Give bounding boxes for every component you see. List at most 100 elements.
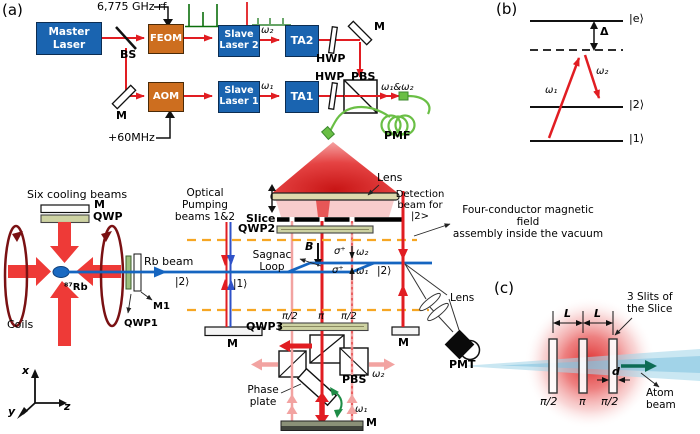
feom-box: FEOM bbox=[148, 24, 184, 54]
mirror-top-right bbox=[347, 20, 373, 46]
slave-laser-2-box: Slave Laser 2 bbox=[218, 25, 260, 57]
pbs-cube-right bbox=[339, 347, 369, 376]
mirror-bottom-label: M bbox=[366, 416, 377, 429]
slice-slits bbox=[548, 338, 618, 394]
qwp1-pointer bbox=[126, 293, 132, 314]
mot-coils bbox=[3, 224, 125, 328]
mirror-bottom bbox=[280, 420, 364, 431]
slit-offset-dimension bbox=[597, 377, 630, 383]
fiber-coupler-in bbox=[398, 91, 409, 101]
qwp1-label: QWP1 bbox=[124, 318, 158, 329]
pmt-collection-cone bbox=[404, 263, 460, 333]
z-axis-label: z bbox=[64, 400, 71, 413]
sagnac-pointer bbox=[299, 258, 322, 267]
pmt-body bbox=[444, 329, 475, 360]
mirror-top-label: M bbox=[374, 20, 385, 33]
ket2-right-label: |2⟩ bbox=[377, 265, 392, 277]
fiber-coupler-out bbox=[320, 125, 336, 141]
laser-beams bbox=[100, 34, 364, 100]
slit-spacing-dimension bbox=[552, 311, 614, 335]
rb-beam-label: Rb beam bbox=[144, 255, 194, 268]
omega1-label: ω₁ bbox=[261, 81, 274, 92]
panel-b-label: (b) bbox=[496, 0, 518, 18]
pi-half-left-c-label: π/2 bbox=[540, 395, 558, 408]
sigma-upper-label: σ⁺ bbox=[334, 246, 346, 257]
mot-mirror-element bbox=[40, 204, 90, 214]
pi-half-left-label: π/2 bbox=[282, 311, 298, 322]
hwp-bottom-label: HWP bbox=[315, 70, 345, 83]
lens-pointer-line bbox=[367, 184, 380, 196]
ket-e-label: |e⟩ bbox=[629, 12, 644, 25]
four-conductor-pointer bbox=[413, 223, 451, 237]
slice-label: Slice bbox=[246, 212, 276, 225]
pbs-top-label: PBS bbox=[351, 70, 376, 83]
mirror-aom bbox=[111, 84, 137, 110]
mirror-aom-label: M bbox=[116, 109, 127, 122]
mot-mirror-label: M bbox=[94, 198, 105, 211]
interferometer-lower-beams bbox=[251, 331, 395, 425]
panel-c-label: (c) bbox=[494, 279, 514, 297]
ket-2b-label: |2⟩ bbox=[629, 98, 644, 111]
sagnac-loop-label: Sagnac Loop bbox=[252, 249, 292, 273]
pi-half-right-label: π/2 bbox=[341, 311, 357, 322]
master-laser-box: Master Laser bbox=[36, 22, 102, 55]
pi-center-label: π bbox=[318, 311, 325, 322]
vacuum-boundary-dashed bbox=[187, 238, 429, 312]
aom-drive-label: +60MHz bbox=[108, 131, 155, 144]
beam-splitter bbox=[115, 26, 137, 50]
hwp-bottom-element bbox=[327, 82, 339, 110]
pi-half-right-c-label: π/2 bbox=[601, 395, 619, 408]
mirror-detection bbox=[391, 326, 420, 336]
level-diagram bbox=[530, 20, 623, 142]
beam-core-below-lens bbox=[316, 200, 330, 217]
omega2-b-label: ω₂ bbox=[596, 66, 609, 77]
omega1-b-label: ω₁ bbox=[545, 85, 558, 96]
omega2-photon-label: ω₂ bbox=[356, 247, 369, 258]
omega12-label: ω₁&ω₂ bbox=[381, 82, 414, 93]
omega2-out-label: ω₂ bbox=[372, 369, 385, 380]
slave2-output-spectrum bbox=[246, 2, 291, 26]
four-conductor-label: Four-conductor magnetic field assembly i… bbox=[452, 204, 604, 240]
pmt-label: PMT bbox=[449, 358, 476, 371]
slits-label: 3 Slits of the Slice bbox=[627, 291, 673, 315]
omega1-out-label: ω₁ bbox=[355, 404, 368, 415]
rf-drive-line bbox=[154, 6, 175, 139]
hwp-top-label: HWP bbox=[316, 52, 346, 65]
panel-a-label: (a) bbox=[2, 1, 23, 19]
rf-drive-label: 6,775 GHz rf bbox=[97, 0, 167, 13]
pbs-cube-center bbox=[309, 334, 345, 364]
pmf-label: PMF bbox=[384, 129, 411, 142]
lens-top-element bbox=[270, 192, 400, 201]
detection-beam-label: Detection beam for |2> bbox=[395, 189, 445, 223]
length1-label: L bbox=[564, 307, 572, 320]
bs-label: BS bbox=[120, 48, 137, 61]
m1-pointer bbox=[140, 291, 153, 301]
coil-current-arrow-left bbox=[12, 231, 23, 242]
six-cooling-label: Six cooling beams bbox=[27, 188, 128, 201]
pbs-bottom-label: PBS bbox=[342, 373, 367, 386]
mirror-pumping bbox=[204, 326, 263, 337]
slits-label-pointer bbox=[614, 317, 633, 336]
ket-1b-label: |1⟩ bbox=[629, 132, 644, 145]
delta-label: Δ bbox=[600, 25, 609, 38]
y-axis-label: y bbox=[8, 405, 16, 418]
optical-pumping-beams bbox=[221, 222, 235, 327]
sigma-lower-label: σ⁺ bbox=[332, 265, 344, 276]
lens-pmt-label: Lens bbox=[450, 292, 475, 304]
detection-beam bbox=[398, 191, 408, 327]
ket1-label: |1⟩ bbox=[233, 278, 248, 290]
mot-qwp-element bbox=[40, 214, 90, 224]
mirror-right-label: M bbox=[398, 336, 409, 349]
b-field-label: B bbox=[305, 240, 314, 253]
coordinate-axes bbox=[17, 369, 67, 419]
aom-box: AOM bbox=[148, 82, 184, 112]
qwp3-label: QWP3 bbox=[246, 320, 284, 333]
pi-center-c-label: π bbox=[579, 395, 586, 408]
ta2-box: TA2 bbox=[285, 25, 319, 57]
atom-beam-label-pointer bbox=[640, 372, 660, 388]
beam-glow-below-lens bbox=[276, 200, 394, 217]
length2-label: L bbox=[594, 307, 602, 320]
slave-laser-1-box: Slave Laser 1 bbox=[218, 81, 260, 113]
omega1-photon-label: ω₁ bbox=[356, 266, 369, 277]
